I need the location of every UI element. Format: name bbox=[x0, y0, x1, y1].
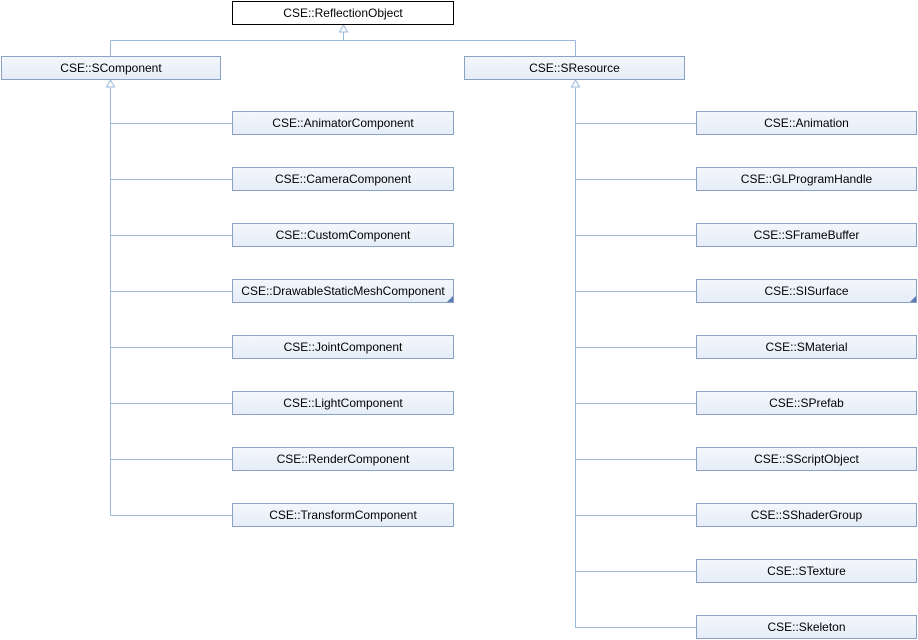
node-animator-component[interactable]: CSE::AnimatorComponent bbox=[232, 111, 454, 135]
node-sframebuffer[interactable]: CSE::SFrameBuffer bbox=[696, 223, 917, 247]
node-label: CSE::CustomComponent bbox=[275, 228, 411, 242]
node-label: CSE::Skeleton bbox=[767, 620, 846, 634]
subclass-marker-icon bbox=[910, 296, 916, 302]
subclass-marker-icon bbox=[447, 296, 453, 302]
sresource-arrow-icon bbox=[570, 78, 581, 88]
node-label: CSE::SScriptObject bbox=[754, 452, 859, 466]
node-label: CSE::CameraComponent bbox=[274, 172, 412, 186]
node-smaterial[interactable]: CSE::SMaterial bbox=[696, 335, 917, 359]
node-label: CSE::AnimatorComponent bbox=[272, 116, 414, 130]
node-label: CSE::RenderComponent bbox=[276, 452, 410, 466]
node-label: CSE::SFrameBuffer bbox=[753, 228, 860, 242]
node-render-component[interactable]: CSE::RenderComponent bbox=[232, 447, 454, 471]
node-scomponent[interactable]: CSE::SComponent bbox=[1, 56, 221, 80]
node-camera-component[interactable]: CSE::CameraComponent bbox=[232, 167, 454, 191]
node-gl-program-handle[interactable]: CSE::GLProgramHandle bbox=[696, 167, 917, 191]
node-label: CSE::SShaderGroup bbox=[750, 508, 863, 522]
node-label: CSE::SMaterial bbox=[765, 340, 848, 354]
node-custom-component[interactable]: CSE::CustomComponent bbox=[232, 223, 454, 247]
node-label: CSE::JointComponent bbox=[283, 340, 403, 354]
node-sprefab[interactable]: CSE::SPrefab bbox=[696, 391, 917, 415]
node-light-component[interactable]: CSE::LightComponent bbox=[232, 391, 454, 415]
node-drawable-static-mesh-component[interactable]: CSE::DrawableStaticMeshComponent bbox=[232, 279, 454, 303]
root-arrow-icon bbox=[338, 23, 349, 33]
node-sshadergroup[interactable]: CSE::SShaderGroup bbox=[696, 503, 917, 527]
node-label: CSE::ReflectionObject bbox=[283, 6, 403, 20]
node-label: CSE::STexture bbox=[767, 564, 846, 578]
node-label: CSE::DrawableStaticMeshComponent bbox=[241, 284, 445, 298]
node-label: CSE::GLProgramHandle bbox=[740, 172, 873, 186]
node-sisurface[interactable]: CSE::SISurface bbox=[696, 279, 917, 303]
scomponent-arrow-icon bbox=[105, 78, 116, 88]
node-transform-component[interactable]: CSE::TransformComponent bbox=[232, 503, 454, 527]
node-sscriptobject[interactable]: CSE::SScriptObject bbox=[696, 447, 917, 471]
node-label: CSE::SComponent bbox=[60, 61, 162, 75]
node-label: CSE::LightComponent bbox=[283, 396, 403, 410]
node-sresource[interactable]: CSE::SResource bbox=[464, 56, 685, 80]
node-label: CSE::SISurface bbox=[764, 284, 849, 298]
node-reflection-object[interactable]: CSE::ReflectionObject bbox=[232, 1, 454, 25]
node-animation[interactable]: CSE::Animation bbox=[696, 111, 917, 135]
node-label: CSE::TransformComponent bbox=[269, 508, 417, 522]
node-label: CSE::SPrefab bbox=[769, 396, 844, 410]
node-label: CSE::SResource bbox=[529, 61, 620, 75]
node-label: CSE::Animation bbox=[764, 116, 849, 130]
node-joint-component[interactable]: CSE::JointComponent bbox=[232, 335, 454, 359]
node-skeleton[interactable]: CSE::Skeleton bbox=[696, 615, 917, 639]
node-stexture[interactable]: CSE::STexture bbox=[696, 559, 917, 583]
